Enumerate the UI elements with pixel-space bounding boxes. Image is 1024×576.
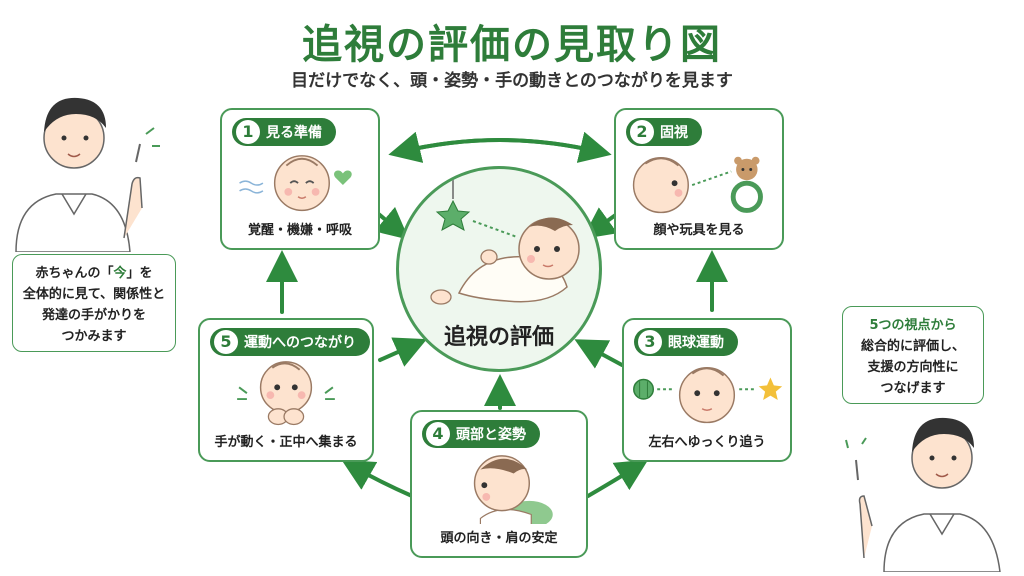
bubble-line: 総合的に評価し、 (849, 336, 977, 357)
step-number: 2 (630, 120, 654, 144)
card-header: 1 見る準備 (232, 118, 336, 146)
card-caption: 左右へゆっくり追う (624, 431, 790, 450)
card-header: 5 運動へのつながり (210, 328, 370, 356)
step-number: 5 (214, 330, 238, 354)
presenter-left-icon (6, 88, 166, 252)
highlight-text: 今 (113, 266, 126, 281)
eye-tracking-icon (624, 358, 790, 428)
step-number: 4 (426, 422, 450, 446)
card-caption: 覚醒・機嫌・呼吸 (222, 219, 378, 238)
bubble-line: 全体的に見て、関係性と (19, 284, 169, 305)
center-evaluation-circle: 追視の評価 (396, 166, 602, 372)
bubble-line: つなげます (849, 378, 977, 399)
card-title: 眼球運動 (668, 332, 724, 352)
step-number: 3 (638, 330, 662, 354)
baby-side-view-icon (412, 450, 586, 524)
speech-bubble-right: 5つの視点から 総合的に評価し、 支援の方向性に つなげます (842, 306, 984, 404)
arrow-4-3 (588, 466, 638, 496)
card-head-posture: 4 頭部と姿勢 頭の向き・肩の安定 (410, 410, 588, 558)
card-title: 頭部と姿勢 (456, 424, 526, 444)
card-eye-movement: 3 眼球運動 左右へゆっくり追う (622, 318, 792, 462)
card-header: 4 頭部と姿勢 (422, 420, 540, 448)
card-caption: 手が動く・正中へ集まる (200, 431, 372, 450)
card-header: 3 眼球運動 (634, 328, 738, 356)
baby-hands-midline-icon (200, 358, 372, 428)
card-title: 固視 (660, 122, 688, 142)
card-motor-connection: 5 運動へのつながり 手が動く・正中へ集まる (198, 318, 374, 462)
baby-looking-at-toy-icon (616, 148, 782, 216)
presenter-right-icon (844, 408, 1014, 572)
baby-lying-with-mobile-icon (399, 169, 602, 319)
card-title: 見る準備 (266, 122, 322, 142)
card-fixation: 2 固視 顔や玩具を見る (614, 108, 784, 250)
center-label: 追視の評価 (399, 319, 599, 351)
arrow-4-5 (352, 466, 412, 496)
bubble-line: つかみます (19, 326, 169, 347)
step-number: 1 (236, 120, 260, 144)
bubble-line: 赤ちゃんの「今」を (19, 263, 169, 284)
bubble-text: 赤ちゃんの「 (35, 266, 113, 281)
speech-bubble-left: 赤ちゃんの「今」を 全体的に見て、関係性と 発達の手がかりを つかみます (12, 254, 176, 352)
arrow-2-1 (400, 140, 600, 152)
card-caption: 顔や玩具を見る (616, 219, 782, 238)
bubble-line: 発達の手がかりを (19, 305, 169, 326)
baby-face-icon (222, 148, 378, 216)
card-caption: 頭の向き・肩の安定 (412, 527, 586, 546)
card-header: 2 固視 (626, 118, 702, 146)
bubble-text: 」を (127, 266, 153, 281)
card-preparation: 1 見る準備 覚醒・機嫌・呼吸 (220, 108, 380, 250)
bubble-line: 支援の方向性に (849, 357, 977, 378)
card-title: 運動へのつながり (244, 332, 356, 352)
bubble-line: 5つの視点から (849, 315, 977, 336)
